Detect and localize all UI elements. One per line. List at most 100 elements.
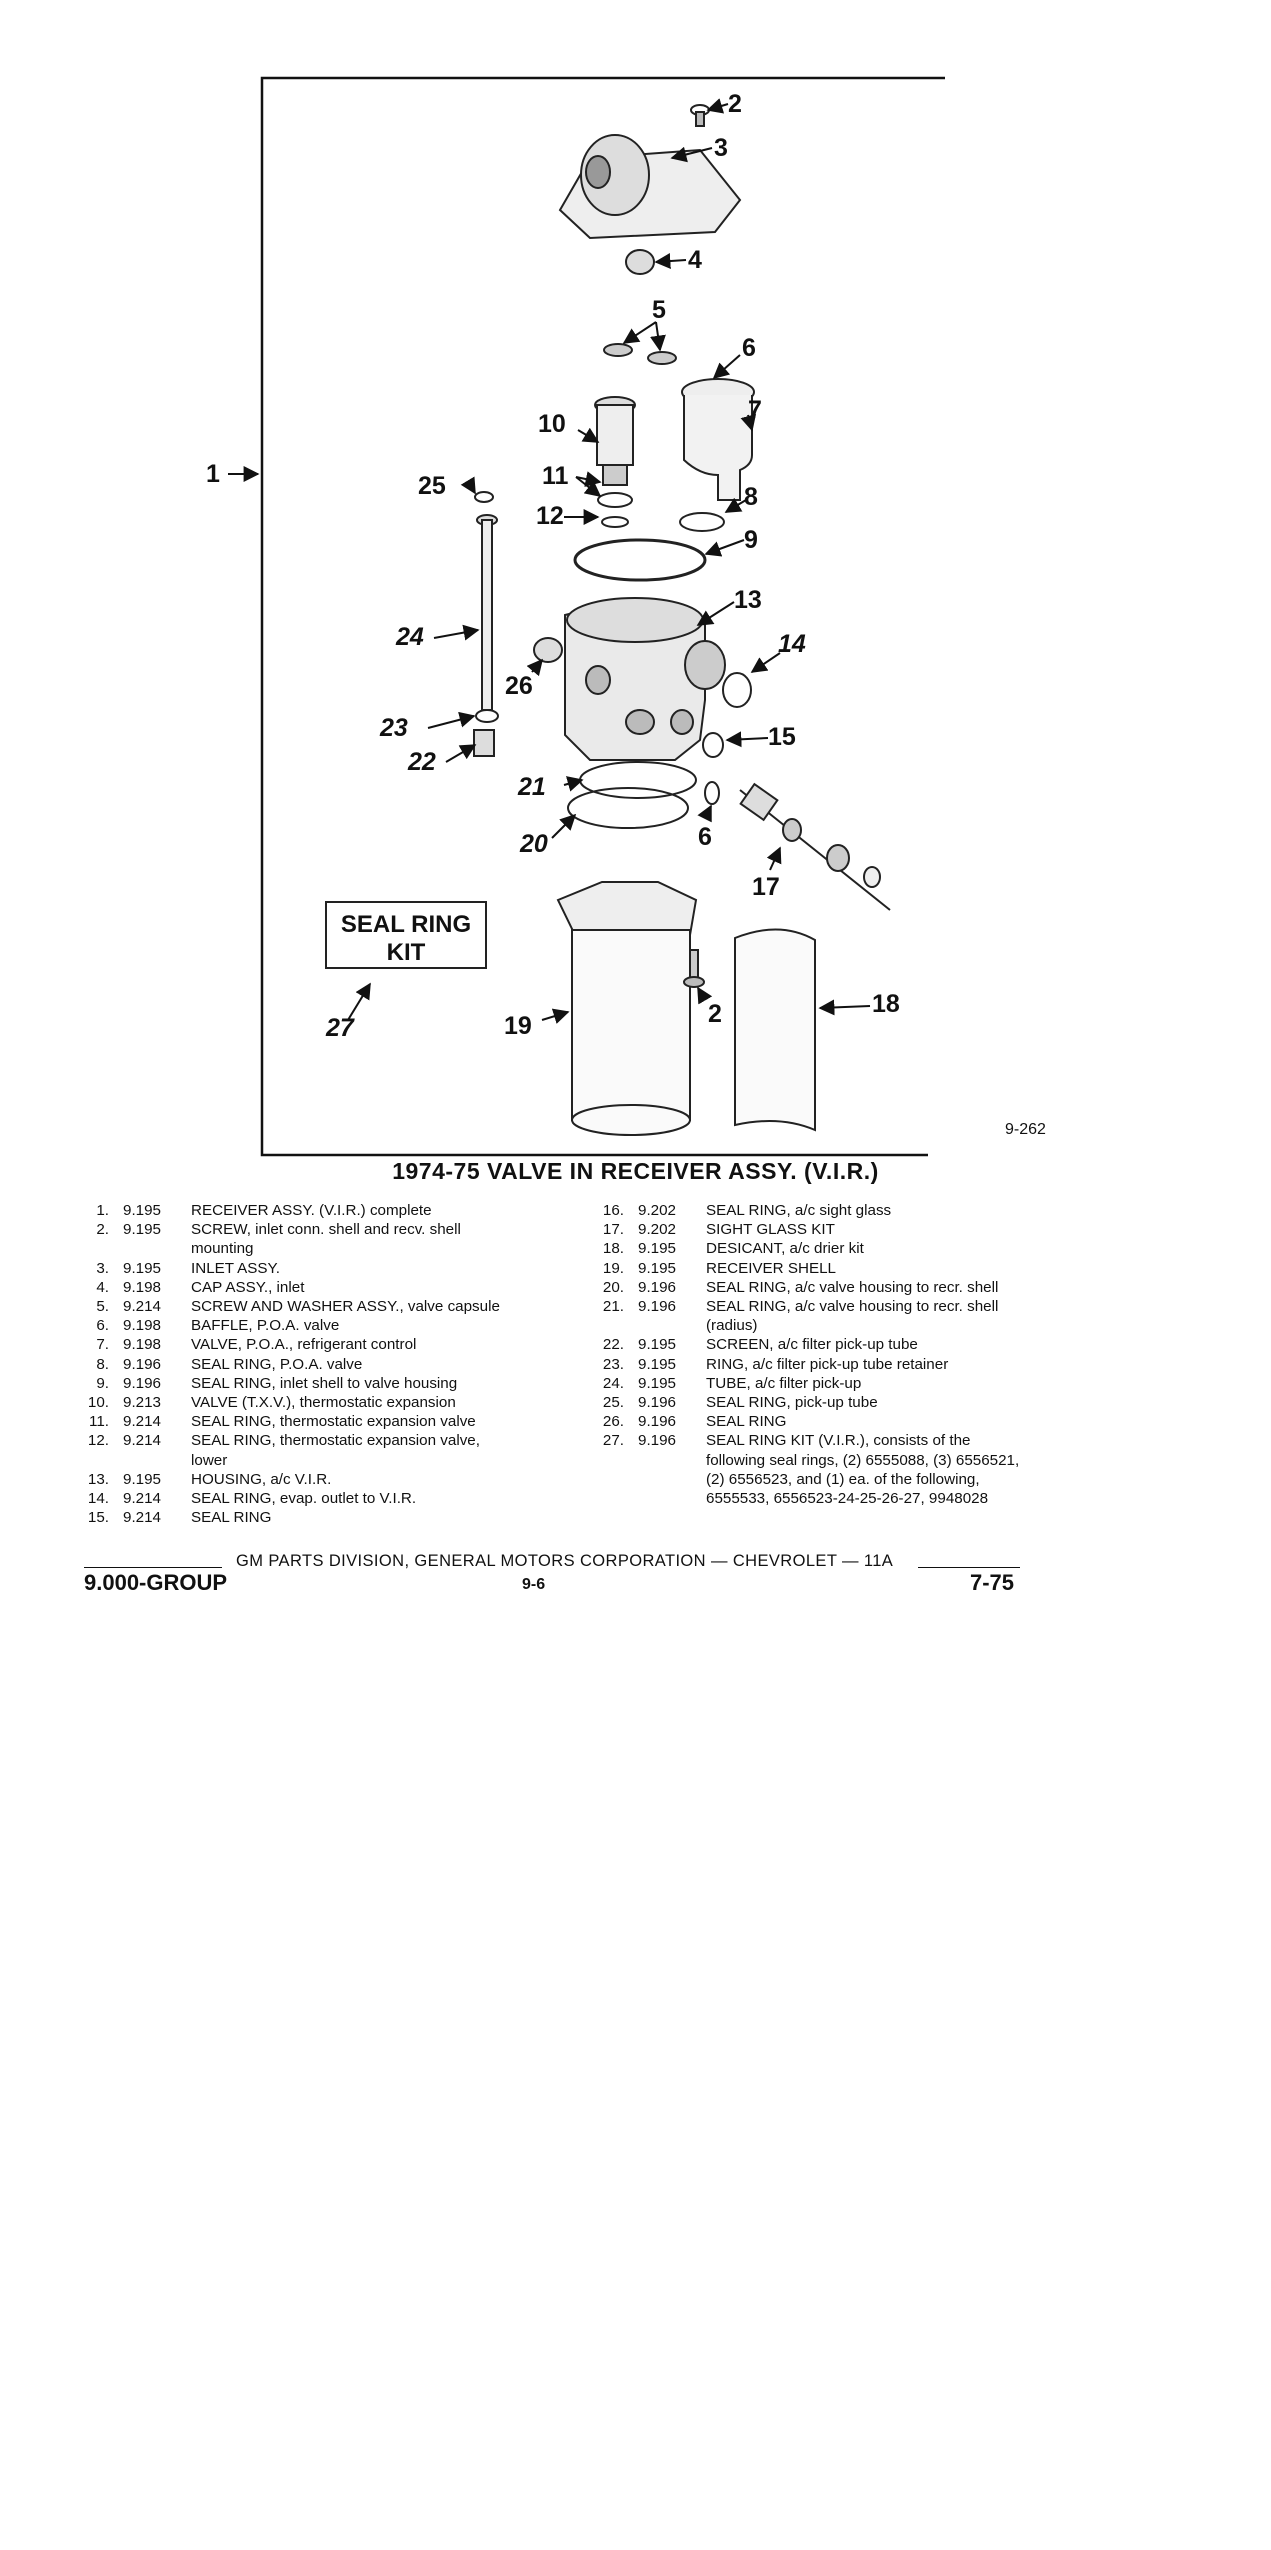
callout-11: 11	[542, 462, 569, 490]
part-number: 15.	[87, 1509, 109, 1527]
part-description: lower	[191, 1451, 228, 1469]
group-number: 9.195	[123, 1202, 162, 1219]
callout-19: 19	[504, 1012, 532, 1040]
part-number: 14.	[87, 1490, 109, 1508]
part-description: SEAL RING, a/c sight glass	[706, 1202, 892, 1219]
part-number: 25.	[602, 1394, 624, 1412]
part-number: 21.	[602, 1298, 624, 1316]
part-number: 2.	[96, 1221, 109, 1239]
parts-list-row: following seal rings, (2) 6555088, (3) 6…	[590, 1451, 1090, 1470]
group-number: 9.214	[123, 1432, 162, 1450]
group-label: 9.000-GROUP	[84, 1570, 228, 1595]
group-number: 9.213	[123, 1394, 162, 1412]
group-number: 9.196	[638, 1413, 677, 1431]
parts-list-row: 9. 9.196 SEAL RING, inlet shell to valve h…	[75, 1374, 595, 1393]
part-valve-housing	[564, 597, 726, 761]
part-description: (radius)	[706, 1317, 758, 1335]
group-number	[624, 1489, 696, 1508]
page-title: 1974-75 VALVE IN RECEIVER ASSY. (V.I.R.)	[392, 1158, 879, 1184]
callout-12: 12	[536, 502, 564, 530]
part-number: 27.	[602, 1432, 624, 1450]
part-number: 24.	[602, 1374, 624, 1392]
part-description: DESICANT, a/c drier kit	[706, 1240, 864, 1258]
group-number	[624, 1470, 696, 1489]
part-description: 6555533, 6556523-24-25-26-27, 9948028	[706, 1490, 989, 1508]
callout-24: 24	[395, 623, 424, 651]
kit-label-line2: KIT	[387, 939, 426, 966]
part-number: 20.	[602, 1278, 624, 1296]
callout-15: 15	[768, 723, 796, 751]
part-description: SCREW, inlet conn. shell and recv. shell	[191, 1221, 461, 1239]
part-number: 3.	[96, 1259, 109, 1277]
footer-line: GM PARTS DIVISION, GENERAL MOTORS CORPOR…	[236, 1552, 894, 1570]
part-description: BAFFLE, P.O.A. valve	[191, 1317, 340, 1335]
callout-25: 25	[418, 472, 446, 500]
callout-27: 27	[325, 1014, 355, 1042]
part-description: SCREEN, a/c filter pick-up tube	[706, 1336, 918, 1354]
part-sight-glass-kit	[739, 782, 891, 911]
callout-3: 3	[714, 134, 728, 162]
group-number: 9.202	[638, 1202, 677, 1219]
group-number: 9.195	[638, 1259, 677, 1277]
callout-17: 17	[752, 873, 780, 901]
part-number: 7.	[96, 1336, 109, 1354]
part-desicant-bag	[734, 928, 816, 1132]
callout-6b: 6	[698, 823, 712, 851]
group-number: 9.196	[123, 1374, 162, 1392]
callout-5: 5	[652, 296, 666, 324]
part-inlet-cap	[625, 249, 655, 275]
part-number: 10.	[87, 1394, 109, 1412]
callout-14: 14	[778, 630, 806, 658]
callout-18: 18	[872, 990, 900, 1018]
revision-date: 7-75	[970, 1570, 1015, 1595]
part-baffle-small	[704, 781, 720, 805]
callout-26: 26	[505, 672, 533, 700]
callout-13: 13	[734, 586, 762, 614]
part-capsule-screws	[603, 343, 677, 365]
callout-20: 20	[519, 830, 548, 858]
group-number: 9.195	[638, 1336, 677, 1354]
part-number: 9.	[96, 1374, 109, 1392]
callout-6: 6	[742, 334, 756, 362]
part-screw-lower	[683, 949, 705, 988]
part-description: RING, a/c filter pick-up tube retainer	[706, 1355, 949, 1373]
group-number: 9.202	[638, 1221, 677, 1239]
part-seal-ring-15	[702, 732, 724, 758]
group-number: 9.198	[123, 1317, 162, 1335]
part-housing-shell-seal-ring	[567, 787, 689, 829]
figure-code: 9-262	[1005, 1121, 1046, 1138]
part-description: SCREW AND WASHER ASSY., valve capsule	[191, 1298, 500, 1316]
part-number: 19.	[602, 1259, 624, 1277]
part-description: mounting	[191, 1240, 254, 1258]
parts-list-row: mounting	[75, 1239, 595, 1258]
group-number: 9.195	[638, 1355, 677, 1373]
part-number: 18.	[602, 1240, 624, 1258]
part-description: SEAL RING, inlet shell to valve housing	[191, 1374, 458, 1392]
part-description: TUBE, a/c filter pick-up	[706, 1374, 862, 1392]
part-number	[75, 1451, 109, 1470]
page-number: 9-6	[522, 1576, 546, 1593]
group-number: 9.198	[123, 1278, 162, 1296]
part-number: 12.	[87, 1432, 109, 1450]
part-description: SEAL RING, P.O.A. valve	[191, 1355, 363, 1373]
group-number: 9.195	[123, 1470, 162, 1488]
group-number: 9.214	[123, 1509, 162, 1527]
callout-2: 2	[728, 90, 742, 118]
part-txv-lower-seal-ring	[601, 516, 629, 528]
part-description: RECEIVER ASSY. (V.I.R.) complete	[191, 1202, 432, 1219]
assembly-bracket	[260, 76, 945, 1157]
group-number: 9.195	[123, 1221, 162, 1239]
part-description: SEAL RING	[191, 1509, 272, 1527]
part-pickup-tube	[473, 491, 499, 757]
part-description: SEAL RING, thermostatic expansion valve,	[191, 1432, 480, 1450]
